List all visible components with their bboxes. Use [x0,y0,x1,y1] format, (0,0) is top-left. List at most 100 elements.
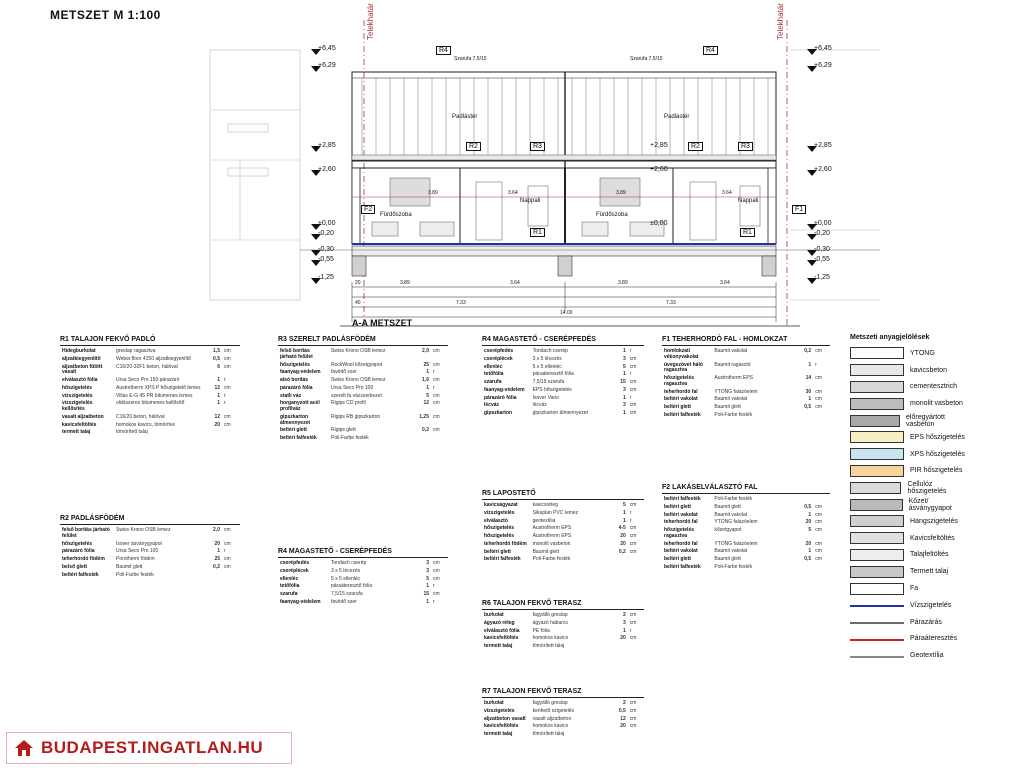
tag-f1: F1 [792,205,807,214]
layer-desc: Isover Vario [532,394,559,401]
dim-1400: 14.00 [560,310,573,316]
dim-364-top-right: 3.64 [722,190,732,196]
legend-swatch [850,582,904,595]
legend-label: Párazárás [910,618,942,626]
layer-desc: 3 x 5 lécezés [331,567,361,574]
legend-item: Párazárás [850,614,970,631]
layer-thickness [796,496,813,504]
ground-slab [351,245,777,257]
layer-thickness: 1 [217,400,220,407]
level-text-left: +6,45 [318,45,336,52]
layer-desc: Porotherm födém [116,556,155,563]
layer-thickness: 0,5 [804,503,812,510]
layer-name: vízszigetelés [484,509,515,516]
layer-unit: cm [815,519,822,526]
layer-name: beltéri vakolat [664,396,698,403]
layer-desc: kenhető szigetelés [532,707,575,714]
room-attic-left: Padlástér [452,114,478,120]
level-marker [807,278,817,284]
layer-unit: cm [629,548,637,555]
tag-r4-right: R4 [703,46,718,55]
level-marker [311,260,321,266]
layer-unit: r [629,371,632,378]
layer-unit [813,564,830,572]
layer-thickness: 1 [623,371,626,378]
layer-thickness: 20 [805,540,812,547]
level-marker [311,170,321,176]
layer-name: hőszigetelés [484,525,515,532]
layer-name: kavicságyazat [484,502,518,509]
level-marker [807,234,817,240]
layer-desc: Baumit glett [532,548,559,555]
layer-thickness: 0,2 [422,427,429,434]
layer-name: beltéri vakolat [664,511,698,518]
layer-desc: homokos kavics [532,723,569,730]
layer-thickness: 0,5 [213,355,220,362]
layer-desc: Poli-Farbe festék [116,571,154,578]
layer-thickness: 1 [623,410,626,417]
layer-desc: favédő szer [331,369,357,376]
room-living-right: Nappali [738,198,759,204]
legend-item: Cellulóz hőszigetelés [850,479,970,496]
level-marker [807,146,817,152]
spec-block-title: R3 SZERELT PADLÁSFÖDÉM [278,336,448,347]
level-marker [807,260,817,266]
legend-item: előregyártott vasbeton [850,412,970,429]
layer-unit: cm [224,563,231,570]
layer-desc: vasalt aljzatbeton [532,715,572,722]
level-text-left: -0,55 [318,256,334,263]
layer-desc: EPS hőszigetelés [532,386,572,393]
legend-label: EPS hőszigetelés [910,433,965,441]
layer-desc: YTONG falazóelem [714,519,758,526]
layer-unit: cm [815,540,822,547]
layer-unit: cm [433,413,440,420]
layer-name: hőszigetelés [62,540,93,547]
layer-thickness: 25 [214,556,220,563]
level-text-right: -1,25 [814,274,830,281]
legend-item: Kavicsfeltöltés [850,530,970,547]
layer-name: beltéri glett [664,404,691,411]
rafter-label-right: Szarufa 7,5/15 [630,56,663,62]
legend-swatch [850,498,903,511]
legend-item: Hangszigetelés [850,513,970,530]
layer-name: felső borítás járható felület [62,527,110,539]
legend-swatch [850,414,901,427]
layer-thickness [612,556,628,564]
layer-unit: r [433,583,435,590]
layer-name: aljzatbeton vasalt [484,715,526,722]
layer-unit: r [629,509,632,516]
level-marker [311,250,321,256]
level-text-right: +6,29 [814,62,832,69]
layer-thickness: 0,5 [804,404,812,411]
spec-block-title: R1 TALAJON FEKVŐ PADLÓ [60,336,240,347]
layer-unit [628,643,644,651]
layer-thickness: 14 [805,375,812,382]
room-attic-right: Padlástér [664,114,690,120]
layer-unit: r [815,361,817,368]
layer-name: ellenléc [484,363,503,370]
legend-label: Geotextília [910,652,944,660]
layer-desc: 3 x 5 lécezés [532,355,562,362]
legend-item: Páraáteresztés [850,631,970,648]
layer-name: beltéri falfesték [280,435,317,442]
